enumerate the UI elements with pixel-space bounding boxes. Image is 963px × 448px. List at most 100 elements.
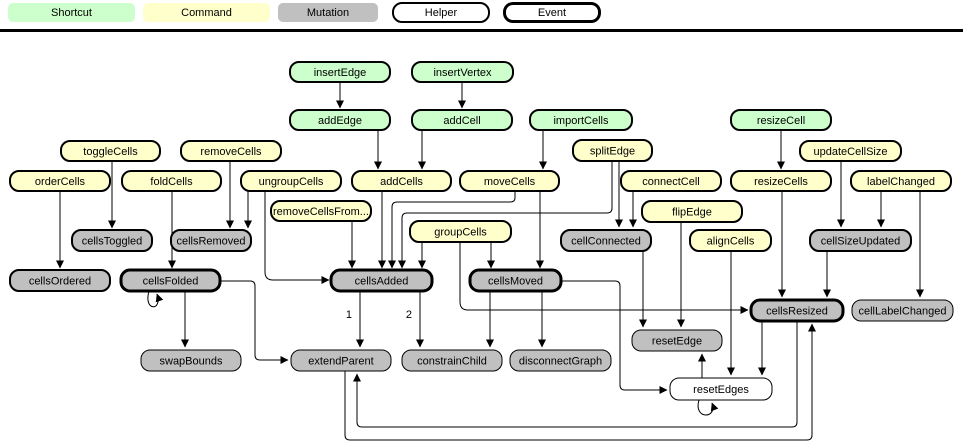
node-label-cellsRemoved: cellsRemoved <box>176 236 245 248</box>
node-constrainChild: constrainChild <box>401 349 503 372</box>
node-shape-cellLabelChanged <box>851 299 954 322</box>
node-label-disconnectGraph: disconnectGraph <box>519 356 602 368</box>
node-label-ungroupCells: ungroupCells <box>259 176 324 188</box>
node-shape-constrainChild <box>401 349 503 372</box>
node-cellsRemoved: cellsRemoved <box>170 229 252 252</box>
node-orderCells: orderCells <box>9 170 111 192</box>
node-label-insertEdge: insertEdge <box>314 67 367 79</box>
node-insertVertex: insertVertex <box>411 61 514 83</box>
node-shape-removeCells <box>180 140 282 162</box>
node-removeCells: removeCells <box>180 140 282 162</box>
node-shape-cellsOrdered <box>9 269 111 292</box>
node-addCell: addCell <box>411 109 513 131</box>
node-label-swapBounds: swapBounds <box>160 356 223 368</box>
node-cellConnected: cellConnected <box>560 229 652 252</box>
node-cellsToggled: cellsToggled <box>71 229 153 252</box>
node-foldCells: foldCells <box>121 170 222 192</box>
node-alignCells: alignCells <box>689 229 772 252</box>
node-shape-flipEdge <box>641 200 743 223</box>
node-splitEdge: splitEdge <box>572 139 653 162</box>
node-shape-resetEdge <box>631 329 723 352</box>
node-label-updateCellSize: updateCellSize <box>814 146 888 158</box>
node-shape-addCells <box>351 170 452 192</box>
node-cellsMoved: cellsMoved <box>468 268 563 293</box>
node-updateCellSize: updateCellSize <box>799 140 902 162</box>
node-shape-insertVertex <box>411 61 514 83</box>
node-shape-orderCells <box>9 170 111 192</box>
node-label-groupCells: groupCells <box>434 227 487 239</box>
node-label-cellsFolded: cellsFolded <box>143 276 199 288</box>
node-addEdge: addEdge <box>289 109 391 131</box>
node-label-orderCells: orderCells <box>35 176 86 188</box>
node-label-resizeCell: resizeCell <box>757 115 805 127</box>
nodes-layer: insertEdge insertVertex addEdge addCell impo… <box>9 61 954 401</box>
node-resetEdge: resetEdge <box>631 329 723 352</box>
node-shape-cellsResized <box>749 298 845 323</box>
edge-cellsResized-to-extendParent <box>353 321 798 428</box>
node-cellSizeUpdated: cellSizeUpdated <box>809 229 912 252</box>
node-removeCellsFromParent: removeCellsFrom... <box>270 200 372 222</box>
node-shape-cellConnected <box>560 229 652 252</box>
edge-ungroupCells-to-cellsAdded <box>264 191 330 284</box>
node-cellsResized: cellsResized <box>749 298 845 323</box>
legend-item-mutation: Mutation <box>278 3 378 22</box>
edge-cellsFolded-to-cellsFolded <box>147 290 164 308</box>
legend-label: Helper <box>424 6 458 19</box>
node-label-cellsToggled: cellsToggled <box>82 236 143 248</box>
node-label-extendParent: extendParent <box>308 356 373 368</box>
edge-resetEdges-to-resetEdges <box>697 399 719 416</box>
node-label-cellsMoved: cellsMoved <box>488 276 543 288</box>
node-extendParent: extendParent <box>290 349 392 372</box>
node-shape-resizeCells <box>730 170 832 192</box>
node-label-connectCell: connectCell <box>642 176 699 188</box>
node-labelChanged: labelChanged <box>850 170 952 192</box>
node-shape-addCell <box>411 109 513 131</box>
node-ungroupCells: ungroupCells <box>240 170 342 192</box>
node-shape-insertEdge <box>289 61 391 83</box>
node-shape-alignCells <box>689 229 772 252</box>
node-label-removeCellsFromParent: removeCellsFrom... <box>273 206 369 218</box>
node-label-alignCells: alignCells <box>707 236 755 248</box>
node-toggleCells: toggleCells <box>60 140 161 162</box>
legend-item-shortcut: Shortcut <box>8 3 135 22</box>
node-connectCell: connectCell <box>620 170 722 192</box>
node-shape-labelChanged <box>850 170 952 192</box>
node-label-resetEdge: resetEdge <box>652 336 702 348</box>
legend: Shortcut Command Mutation Helper Event <box>0 0 963 29</box>
node-shape-foldCells <box>121 170 222 192</box>
node-flipEdge: flipEdge <box>641 200 743 223</box>
legend-label: Command <box>181 6 232 19</box>
node-cellsOrdered: cellsOrdered <box>9 269 111 292</box>
node-cellsFolded: cellsFolded <box>119 268 222 293</box>
node-label-cellSizeUpdated: cellSizeUpdated <box>821 236 901 248</box>
node-label-splitEdge: splitEdge <box>590 146 635 158</box>
legend-label: Mutation <box>306 6 350 19</box>
node-shape-cellsAdded <box>329 268 434 293</box>
node-importCells: importCells <box>529 109 633 131</box>
node-label-cellsAdded: cellsAdded <box>355 276 409 288</box>
legend-item-event: Event <box>503 2 601 23</box>
legend-separator-rule <box>0 29 963 32</box>
node-addCells: addCells <box>351 170 452 192</box>
node-shape-cellsRemoved <box>170 229 252 252</box>
edge-label-cellsAdded-to-extendParent: 1 <box>346 309 352 321</box>
node-label-moveCells: moveCells <box>484 176 536 188</box>
edge-extendParent-to-cellsResized <box>344 323 816 441</box>
node-label-importCells: importCells <box>553 115 609 127</box>
node-label-resetEdges: resetEdges <box>693 384 749 396</box>
node-label-addEdge: addEdge <box>318 115 362 127</box>
node-label-labelChanged: labelChanged <box>867 176 935 188</box>
node-shape-groupCells <box>409 220 512 243</box>
node-shape-updateCellSize <box>799 140 902 162</box>
node-swapBounds: swapBounds <box>140 349 242 372</box>
node-label-removeCells: removeCells <box>200 146 262 158</box>
node-label-cellConnected: cellConnected <box>571 236 641 248</box>
legend-label: Event <box>537 6 567 19</box>
node-label-toggleCells: toggleCells <box>83 146 138 158</box>
node-label-constrainChild: constrainChild <box>417 356 487 368</box>
node-shape-addEdge <box>289 109 391 131</box>
node-shape-connectCell <box>620 170 722 192</box>
node-cellsAdded: cellsAdded <box>329 268 434 293</box>
node-shape-cellsFolded <box>119 268 222 293</box>
